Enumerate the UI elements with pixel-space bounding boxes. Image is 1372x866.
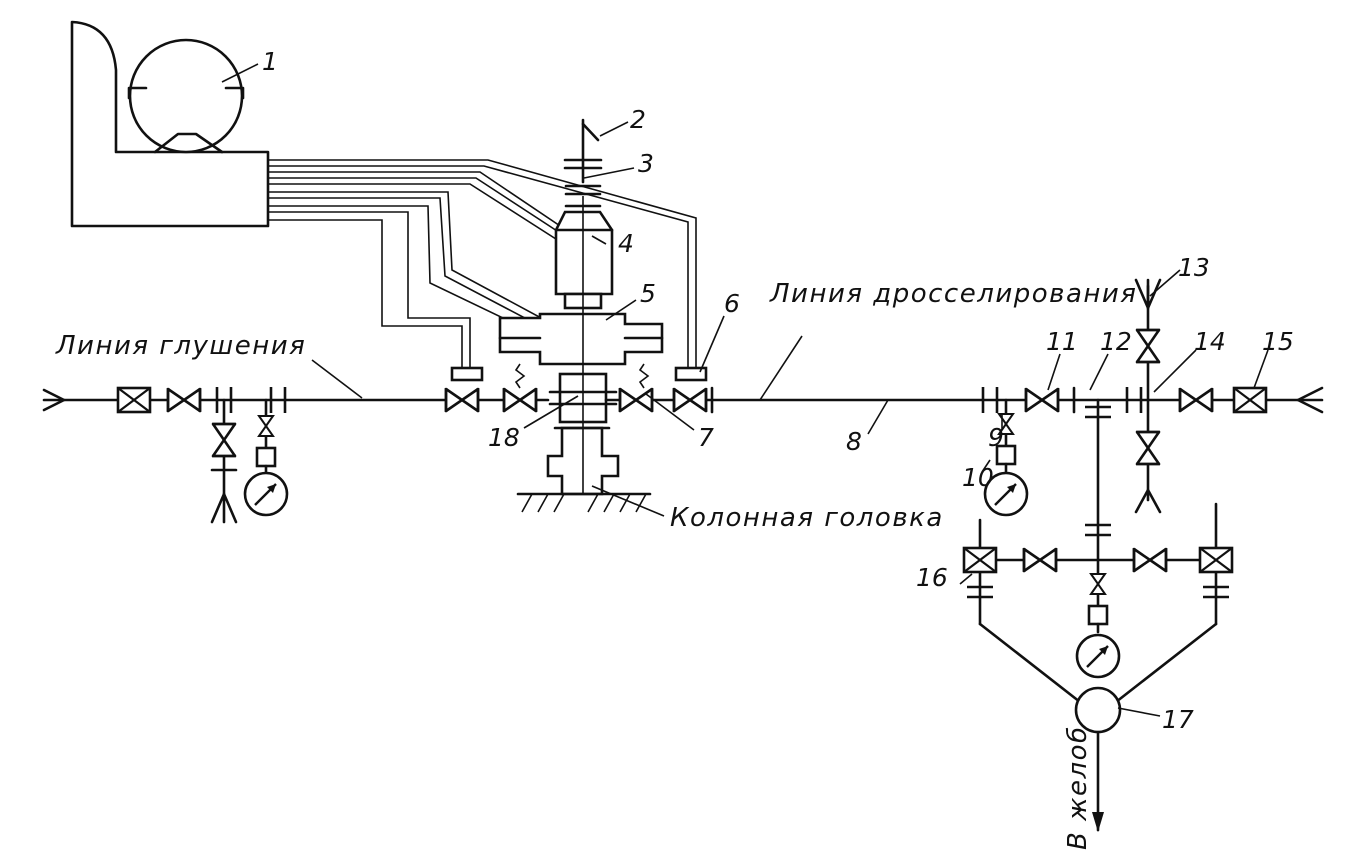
label-3: 3: [638, 149, 654, 178]
label-14: 14: [1194, 327, 1226, 356]
label-12: 12: [1100, 327, 1132, 356]
wellhead-stack: [498, 118, 664, 513]
label-5: 5: [640, 279, 656, 308]
caption-choke-line: Линия дросселирования: [769, 279, 1137, 309]
label-10: 10: [962, 463, 994, 492]
hydraulic-control-unit: [70, 20, 270, 228]
label-7: 7: [698, 423, 714, 452]
choke-manifold: [962, 502, 1234, 832]
caption-kill-line: Линия глушения: [55, 331, 306, 361]
label-13: 13: [1178, 253, 1210, 282]
label-15: 15: [1262, 327, 1294, 356]
leader-lines: [221, 63, 1269, 717]
label-16: 16: [916, 563, 948, 592]
caption-casing-head: Колонная головка: [670, 503, 944, 533]
label-18: 18: [488, 423, 520, 452]
label-17: 17: [1162, 705, 1194, 734]
label-2: 2: [630, 105, 646, 134]
label-8: 8: [846, 427, 862, 456]
label-4: 4: [618, 229, 634, 258]
label-9: 9: [988, 423, 1004, 452]
label-6: 6: [724, 289, 740, 318]
choke-line: [604, 278, 1324, 562]
caption-to-trough: В желоб: [1063, 725, 1093, 850]
label-1: 1: [262, 47, 278, 76]
label-11: 11: [1046, 327, 1078, 356]
kill-line: [42, 366, 550, 524]
